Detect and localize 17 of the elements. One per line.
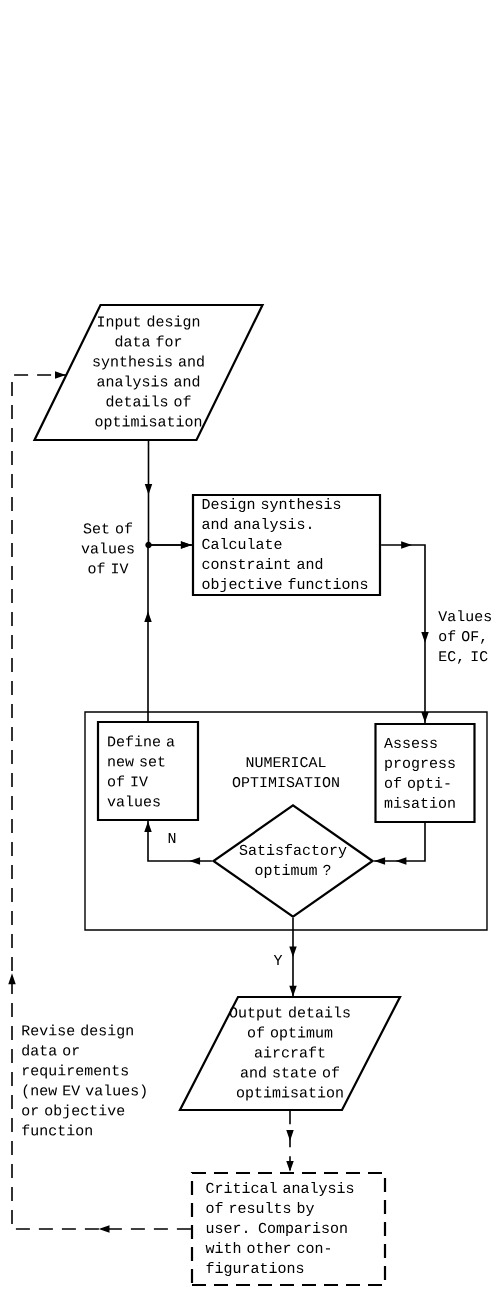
arrow bbox=[144, 541, 193, 722]
arrow bbox=[144, 820, 213, 865]
arrow bbox=[373, 822, 426, 865]
arrow bbox=[380, 541, 429, 724]
dashed-process-box: Critical analysis of results by user. Comparison with other con-figurations bbox=[190, 1171, 387, 1287]
arrow bbox=[289, 917, 297, 998]
edge-label: Y bbox=[272, 954, 284, 966]
edge-label: Revise design data or requirements (new EV values) or objective function bbox=[20, 1023, 153, 1137]
process-box: Define a new set of IV values bbox=[96, 720, 200, 822]
data-parallelogram: Output details of optimum aircraft and state of optimisation bbox=[178, 995, 402, 1112]
flow-label: Set of values of IV bbox=[81, 522, 134, 574]
process-box: Assess progress of opti-misation bbox=[374, 722, 476, 824]
edge-label: N bbox=[166, 832, 178, 844]
process-box: Design synthesis and analysis. Calculate constraint and objective functions bbox=[191, 493, 382, 597]
edge-label: Values of OF, EC, IC bbox=[437, 609, 502, 665]
arrow bbox=[8, 371, 192, 1233]
arrow bbox=[286, 1109, 294, 1173]
